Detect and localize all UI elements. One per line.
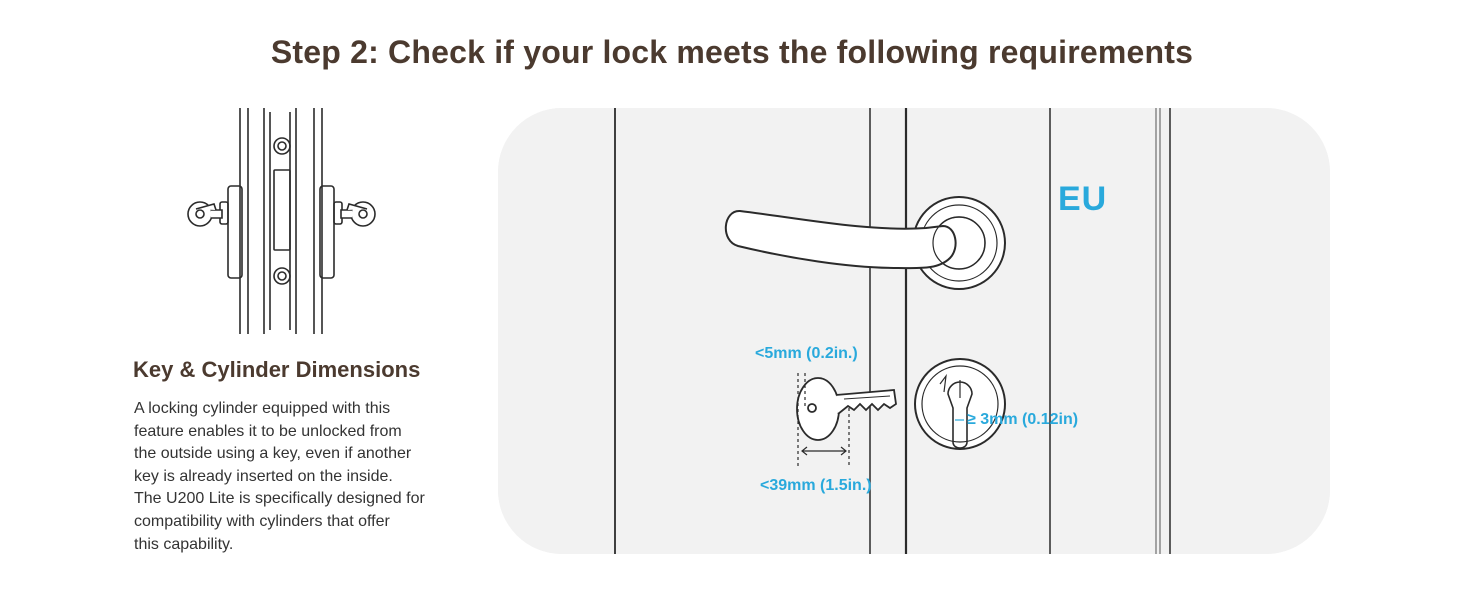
door-lever-icon [724,196,1006,290]
cylinder-lock-icon [914,358,1006,450]
page-title: Step 2: Check if your lock meets the fol… [270,34,1194,70]
key-width-label: <5mm (0.2in.) [755,345,858,362]
description-line: key is already inserted on the inside. [134,467,393,485]
eu-door-diagram: EU <5mm (0.2in.) <39mm (1.5in.) ≥ 3mm (0… [498,108,1330,554]
description-line: compatibility with cylinders that offer [134,512,390,530]
key-length-label: <39mm (1.5in.) [760,477,872,494]
region-label: EU [1058,180,1108,218]
description-line: feature enables it to be unlocked from [134,422,402,440]
description-line: The U200 Lite is specifically designed f… [134,490,425,508]
section-title: Key & Cylinder Dimensions [133,357,421,382]
right-key-icon [340,201,376,227]
left-key-icon [187,201,223,227]
mortise-lock-icon [187,108,376,334]
description-line: the outside using a key, even if another [134,445,412,463]
cam-clearance-label: ≥ 3mm (0.12in) [967,411,1079,428]
description-line: A locking cylinder equipped with this [134,400,391,417]
key-icon [796,377,897,441]
description-line: this capability. [134,535,234,553]
section-description: A locking cylinder equipped with this fe… [134,398,454,556]
